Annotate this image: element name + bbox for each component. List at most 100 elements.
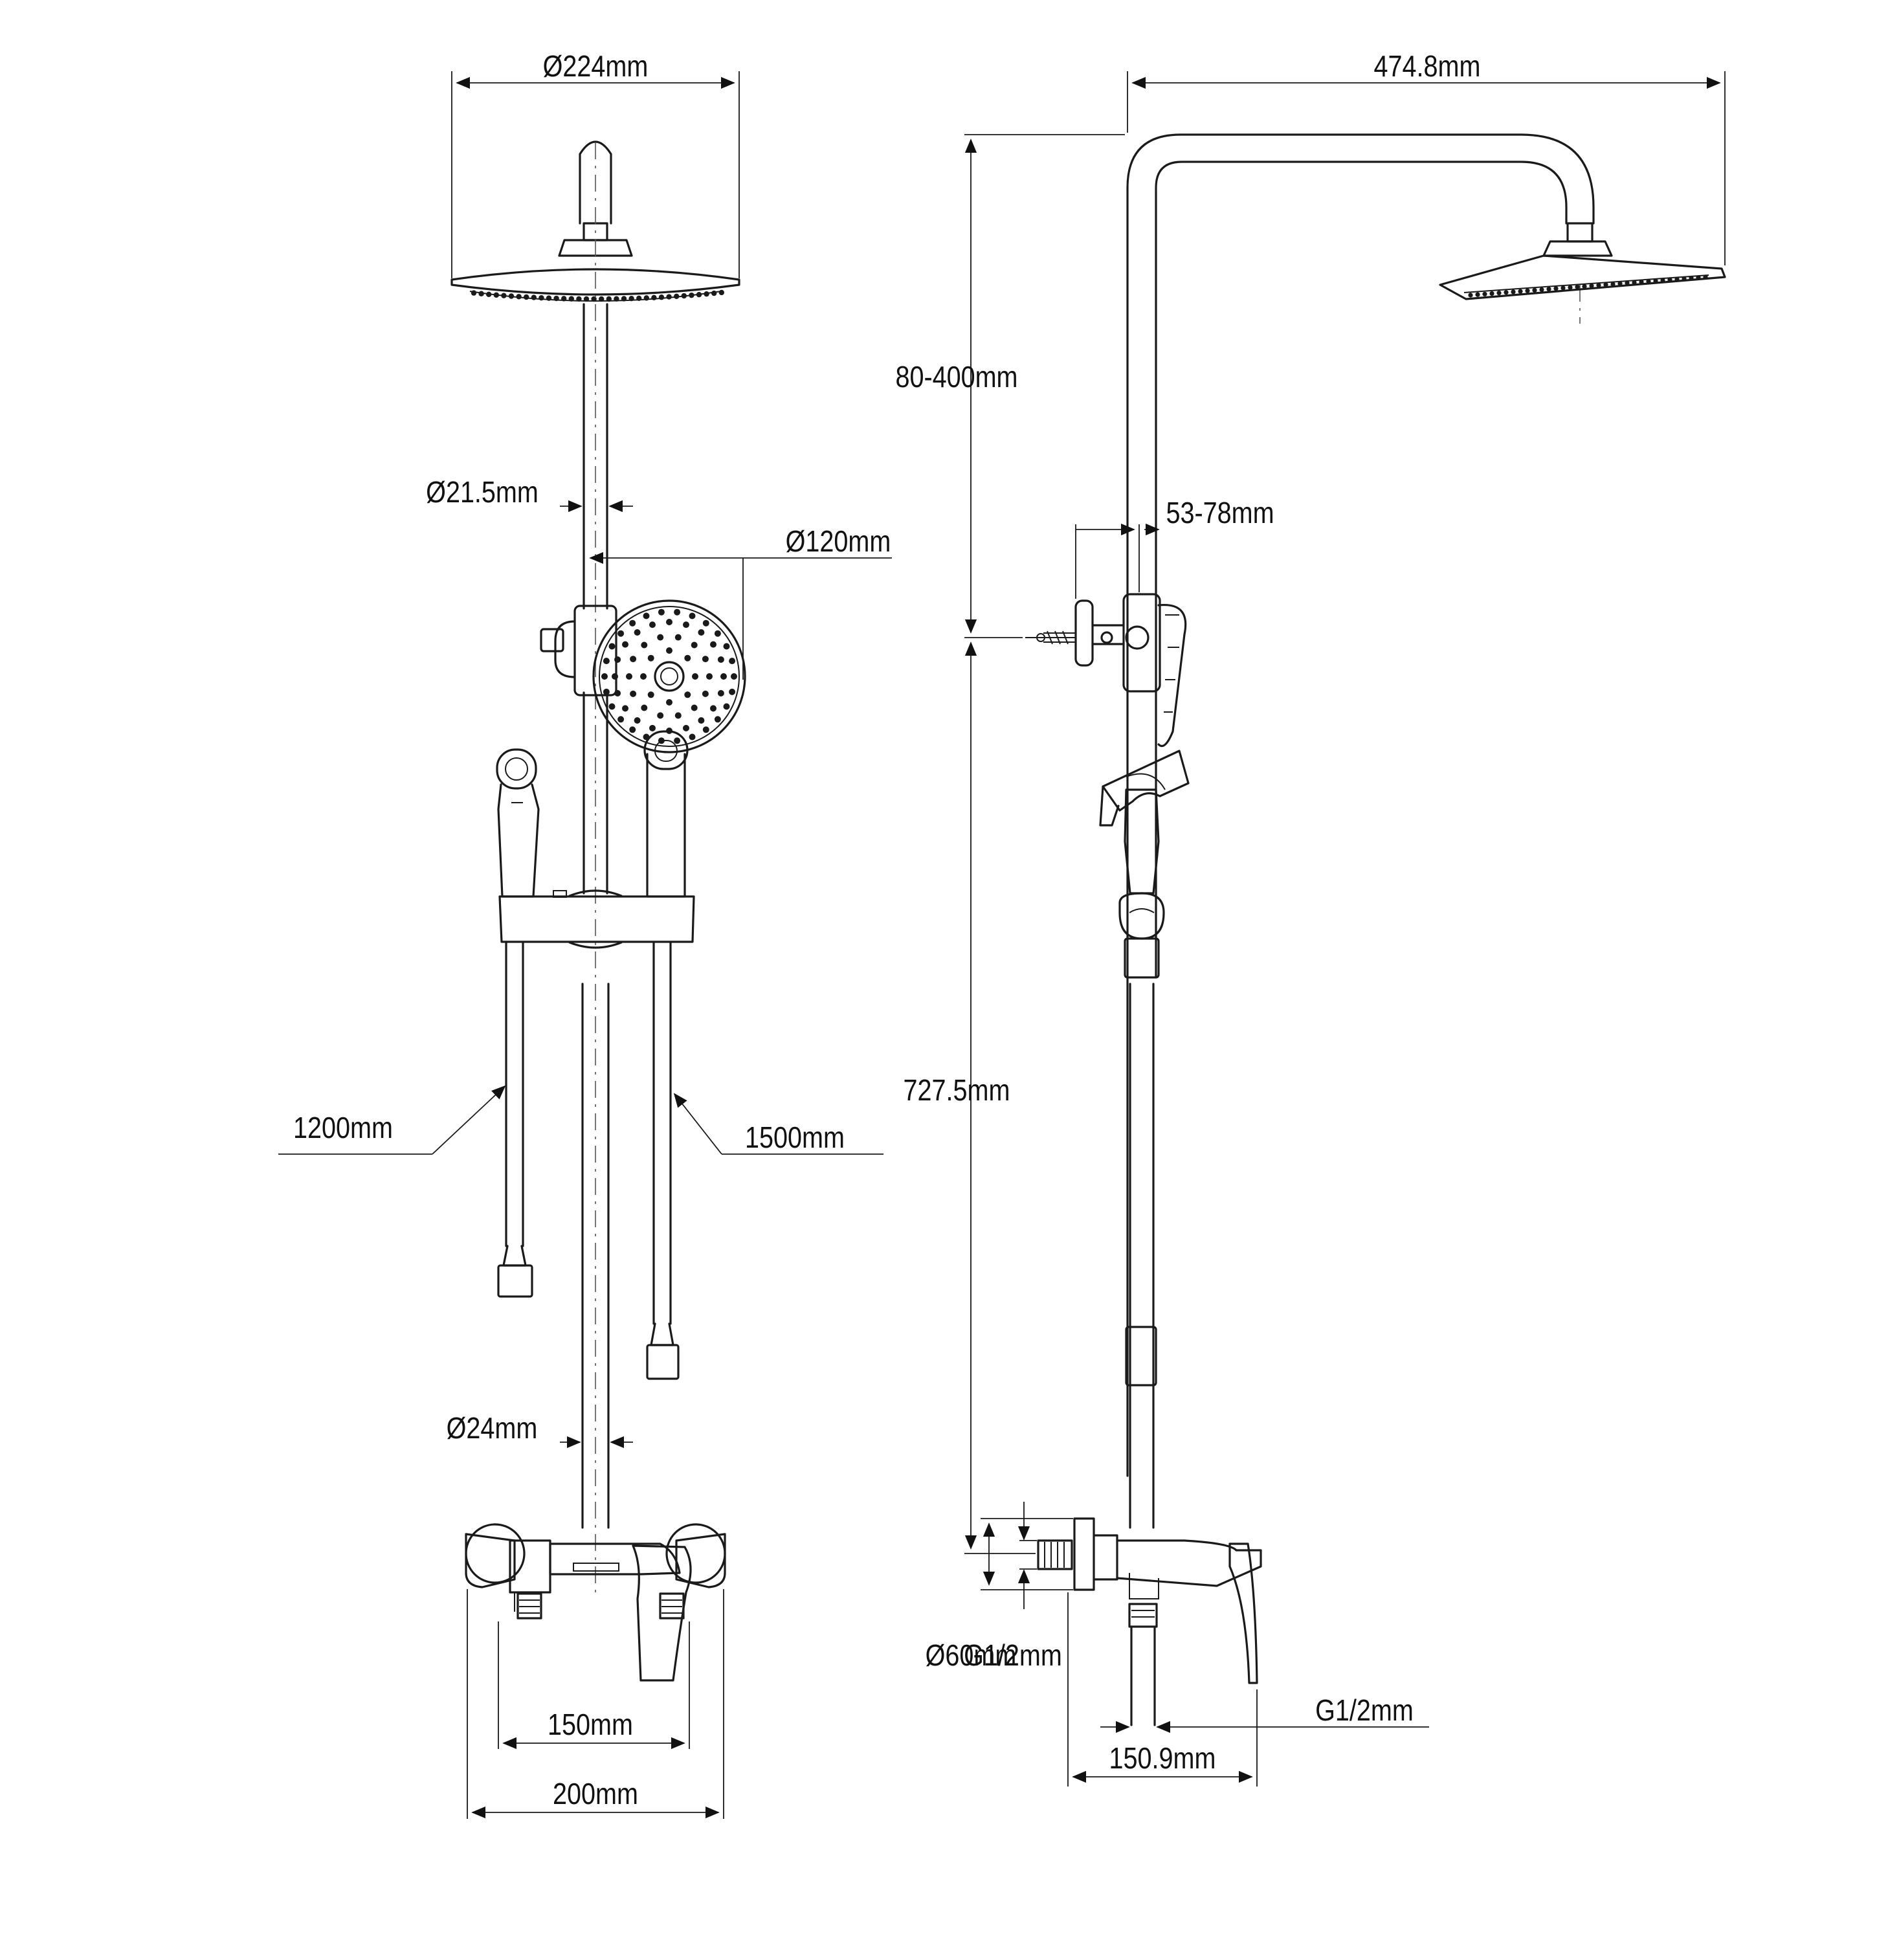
nozzle: [1603, 282, 1608, 287]
nozzle: [1553, 286, 1559, 291]
nozzle: [702, 656, 709, 663]
nozzle: [576, 296, 582, 302]
pipe-diameter-bottom-label: Ø24mm: [447, 1412, 538, 1445]
nozzle: [702, 690, 709, 697]
nozzle: [643, 612, 650, 619]
nozzle: [546, 295, 552, 301]
nozzle: [628, 295, 634, 302]
nozzle: [1546, 287, 1551, 292]
pipe-diameter-top-label: Ø21.5mm: [426, 476, 539, 509]
nozzle: [1475, 292, 1480, 297]
nozzle: [626, 673, 632, 680]
nozzle: [1667, 277, 1672, 282]
nozzle: [1660, 278, 1665, 283]
nozzle: [641, 641, 648, 649]
nozzle: [561, 296, 567, 302]
nozzle: [658, 608, 665, 616]
nozzle: [658, 295, 665, 300]
wall-distance-label: 53-78mm: [1166, 496, 1274, 529]
nozzle: [683, 621, 689, 629]
hose-1500-front: [646, 941, 680, 1380]
nozzle: [622, 705, 628, 712]
nozzle: [723, 643, 730, 650]
mixer-side: [1037, 1517, 1262, 1726]
nozzle: [603, 658, 610, 665]
nozzle: [539, 295, 544, 301]
nozzle: [634, 717, 641, 724]
nozzle: [486, 291, 492, 297]
nozzle: [1646, 279, 1651, 284]
nozzle: [640, 673, 647, 680]
nozzle: [674, 634, 682, 641]
nozzle: [711, 290, 717, 296]
nozzle: [583, 296, 590, 302]
nozzle: [666, 699, 672, 706]
inlet-centers-label: 150mm: [548, 1708, 633, 1741]
bar-holder-side: [1118, 788, 1165, 979]
hose-1500-label: 1500mm: [745, 1121, 845, 1154]
nozzle: [1489, 291, 1494, 296]
nozzle: [683, 724, 689, 731]
head-diameter-label: Ø224mm: [543, 50, 649, 83]
nozzle: [621, 296, 627, 302]
nozzle: [717, 656, 724, 663]
front-dimensions: Ø224mm Ø21.5mm Ø120mm 1200mm 1500mm Ø24m…: [278, 50, 892, 1819]
nozzle: [717, 690, 724, 696]
nozzle: [1468, 293, 1473, 298]
hand-shower-side: [1157, 603, 1187, 748]
nozzle: [634, 629, 641, 636]
nozzle: [471, 290, 477, 296]
nozzle: [614, 296, 619, 302]
front-view: [450, 140, 746, 1682]
overhead-shower-head-side: [1439, 222, 1726, 300]
nozzle: [1560, 285, 1566, 291]
nozzle: [649, 621, 656, 629]
side-dimensions: 474.8mm 80-400mm 53-78mm 727.5mm Ø60mm G…: [895, 50, 1726, 1787]
nozzle: [729, 688, 736, 695]
nozzle: [622, 641, 628, 648]
nozzle: [516, 294, 522, 300]
nozzle: [1610, 282, 1616, 287]
nozzle: [493, 292, 499, 298]
bidet-sprayer-front: [496, 748, 540, 898]
nozzle: [1496, 291, 1502, 296]
arm-length-label: 474.8mm: [1374, 50, 1481, 83]
nozzle: [649, 724, 656, 731]
nozzle: [531, 295, 537, 300]
main-rod-front: [581, 142, 610, 1599]
nozzle: [720, 673, 727, 680]
nozzle: [608, 643, 616, 650]
hose-1200-front: [497, 941, 533, 1298]
nozzle: [568, 296, 574, 302]
nozzle: [1689, 276, 1694, 281]
nozzle: [698, 717, 705, 724]
wall-bracket-side: [1025, 593, 1161, 693]
nozzle: [647, 654, 654, 662]
nozzle: [674, 608, 681, 616]
nozzle: [636, 295, 642, 302]
nozzle: [641, 704, 648, 711]
nozzle: [553, 295, 559, 302]
nozzle: [630, 656, 637, 663]
nozzle: [696, 291, 702, 298]
hand-shower-diameter-label: Ø120mm: [786, 525, 891, 558]
nozzle: [647, 691, 654, 698]
nozzle: [698, 629, 705, 636]
nozzle: [702, 619, 709, 627]
riser-and-arm-side: [1125, 133, 1595, 1529]
nozzle: [691, 641, 698, 649]
nozzle: [689, 292, 694, 298]
nozzle: [1518, 289, 1523, 294]
nozzle: [614, 656, 621, 663]
nozzle: [630, 690, 637, 697]
nozzle: [1632, 280, 1637, 285]
nozzle: [1617, 281, 1623, 286]
bar-length-label: 727.5mm: [904, 1074, 1010, 1107]
bar-holder-front: [498, 889, 695, 949]
nozzle: [599, 296, 605, 302]
nozzle: [718, 289, 725, 296]
nozzle: [657, 634, 664, 641]
nozzle: [1482, 291, 1487, 296]
nozzle: [1674, 276, 1680, 282]
nozzle: [1504, 290, 1509, 295]
